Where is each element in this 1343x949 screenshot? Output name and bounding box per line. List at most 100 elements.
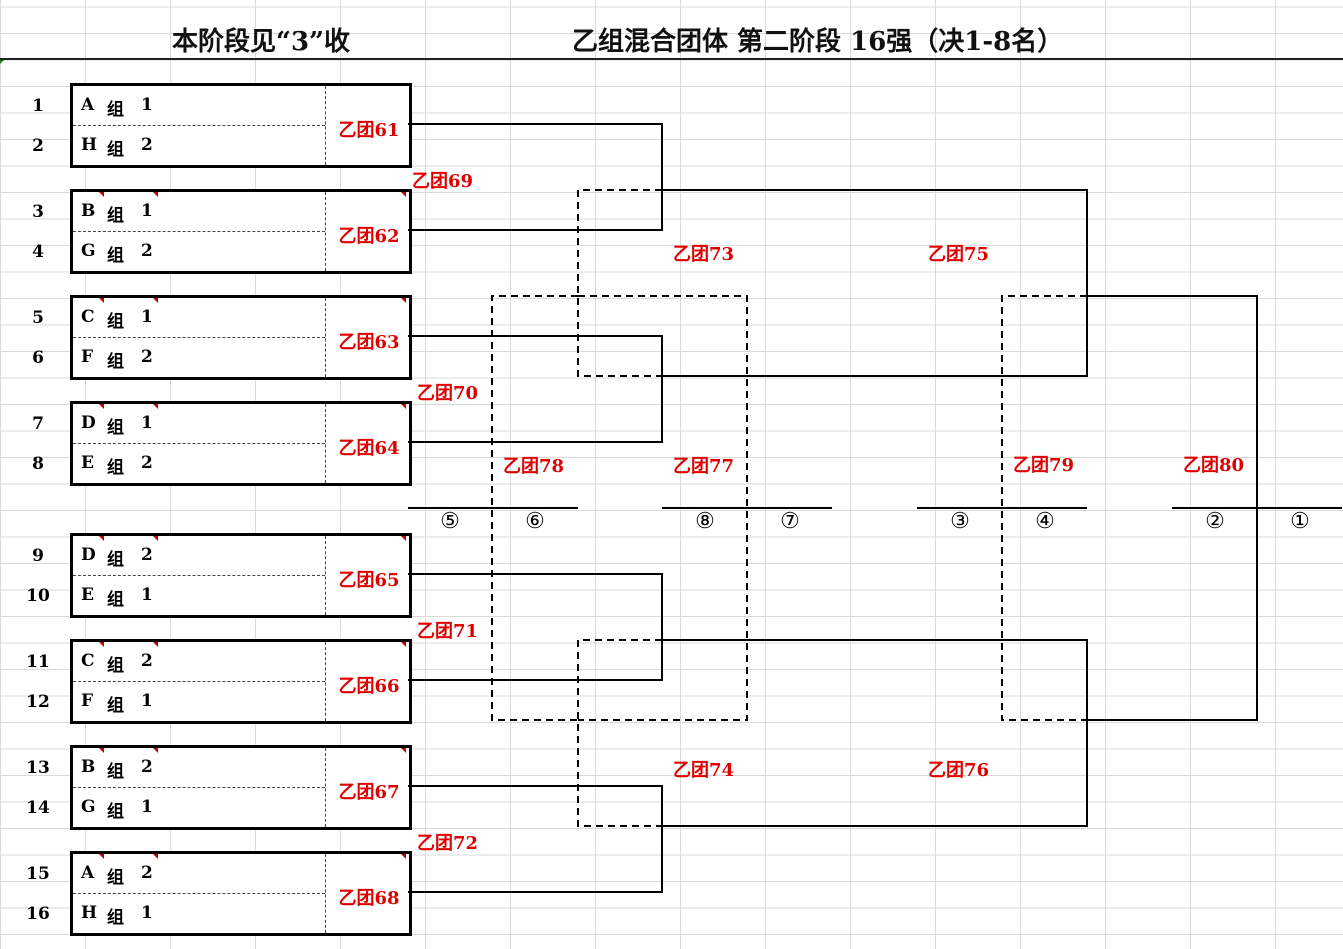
stage-note-title: 本阶段见“3”收	[172, 27, 351, 57]
group-letter: D	[81, 413, 96, 433]
comment-indicator-icon[interactable]	[99, 536, 104, 541]
match-label: 乙团62	[338, 226, 400, 247]
group-letter: B	[81, 757, 96, 777]
match-label-75: 乙团75	[928, 244, 990, 265]
title-underline	[0, 58, 1343, 60]
comment-indicator-icon[interactable]	[153, 748, 158, 753]
comment-indicator-icon[interactable]	[99, 404, 104, 409]
seed-number: 8	[32, 454, 44, 474]
comment-indicator-icon[interactable]	[401, 642, 406, 647]
group-letter: B	[81, 201, 96, 221]
place-8: ⑧	[695, 509, 715, 534]
seed-number: 6	[32, 348, 44, 368]
comment-indicator-icon[interactable]	[99, 642, 104, 647]
place-1: ①	[1290, 509, 1310, 534]
match-label-76: 乙团76	[928, 760, 990, 781]
seed-number: 10	[26, 586, 50, 606]
group-rank: 1	[141, 201, 153, 221]
comment-indicator-icon[interactable]	[153, 536, 158, 541]
comment-indicator-icon[interactable]	[401, 748, 406, 753]
match-label-73: 乙团73	[673, 244, 735, 265]
group-rank: 2	[141, 347, 153, 367]
bracket-line	[408, 335, 663, 443]
comment-indicator-icon[interactable]	[401, 192, 406, 197]
seed-number: 11	[26, 652, 50, 672]
comment-indicator-icon[interactable]	[401, 404, 406, 409]
comment-indicator-icon[interactable]	[153, 192, 158, 197]
group-letter: G	[81, 241, 96, 261]
loser-bracket-line	[577, 189, 662, 377]
match-label-71: 乙团71	[417, 621, 479, 642]
seed-number: 5	[32, 308, 44, 328]
cell-divider	[325, 536, 326, 615]
group-word: 组	[107, 100, 124, 120]
seed-number: 13	[26, 758, 50, 778]
group-rank: 2	[141, 757, 153, 777]
group-letter: A	[81, 95, 95, 115]
group-letter: F	[81, 691, 94, 711]
comment-indicator-icon[interactable]	[153, 854, 158, 859]
group-rank: 1	[141, 95, 153, 115]
match-label-79: 乙团79	[1013, 455, 1075, 476]
seed-number: 1	[32, 96, 44, 116]
group-letter: F	[81, 347, 94, 367]
place-4: ④	[1035, 509, 1055, 534]
comment-indicator-icon[interactable]	[99, 854, 104, 859]
cell-selection-marker	[0, 58, 6, 64]
cell-divider	[325, 86, 326, 165]
cell-divider	[325, 748, 326, 827]
match-label-77: 乙团77	[673, 456, 735, 477]
bracket-line	[408, 785, 663, 893]
cell-divider	[325, 642, 326, 721]
comment-indicator-icon[interactable]	[401, 536, 406, 541]
group-rank: 2	[141, 863, 153, 883]
bracket-line	[408, 573, 663, 681]
group-rank: 1	[141, 797, 153, 817]
cell-divider	[325, 854, 326, 933]
comment-indicator-icon[interactable]	[401, 298, 406, 303]
group-rank: 2	[141, 651, 153, 671]
group-word: 组	[107, 458, 124, 478]
comment-indicator-icon[interactable]	[99, 748, 104, 753]
comment-indicator-icon[interactable]	[99, 298, 104, 303]
group-rank: 1	[141, 903, 153, 923]
loser-bracket-line	[577, 639, 662, 827]
comment-indicator-icon[interactable]	[153, 642, 158, 647]
comment-indicator-icon[interactable]	[153, 298, 158, 303]
comment-indicator-icon[interactable]	[99, 192, 104, 197]
group-word: 组	[107, 312, 124, 332]
group-letter: E	[81, 453, 94, 473]
comment-indicator-icon[interactable]	[401, 854, 406, 859]
loser-bracket-line	[578, 295, 748, 721]
match-label: 乙团63	[338, 332, 400, 353]
bracket-line	[662, 189, 1088, 377]
comment-indicator-icon[interactable]	[153, 404, 158, 409]
place-5: ⑤	[440, 509, 460, 534]
group-word: 组	[107, 418, 124, 438]
